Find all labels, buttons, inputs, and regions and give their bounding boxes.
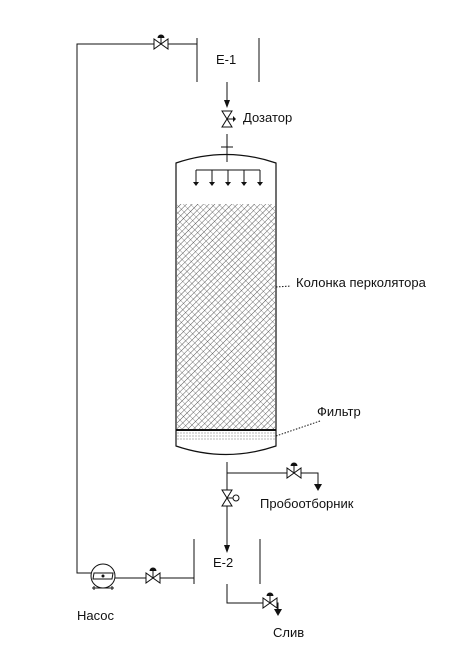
outlet-valve-icon (221, 489, 240, 507)
pump-label: Насос (77, 608, 114, 623)
packed-bed (177, 204, 275, 430)
spray-distributor-icon (193, 169, 263, 186)
doser-label: Дозатор (243, 110, 292, 125)
recirculation-line (76, 43, 197, 574)
sampler-label: Пробоотборник (260, 496, 354, 511)
tank-e2-label: Е-2 (213, 555, 233, 570)
column-leader-line (275, 285, 292, 288)
doser-valve-icon (221, 110, 236, 128)
tank-e1 (196, 38, 260, 82)
column-label: Колонка перколятора (296, 275, 427, 290)
tank-e1-label: Е-1 (216, 52, 236, 67)
pump-valve-icon (145, 567, 161, 584)
filter-leader-line (275, 420, 321, 437)
recirculation-valve-icon (153, 34, 169, 50)
pump-icon (90, 563, 116, 590)
drain-valve-icon (262, 592, 278, 609)
tank-e2 (193, 539, 261, 584)
sampler-valve-icon (286, 462, 302, 479)
filter-layer (176, 429, 276, 441)
sampler-line (227, 472, 322, 491)
filter-label: Фильтр (317, 404, 361, 419)
percolator-column (175, 153, 277, 456)
doser-line (221, 82, 233, 162)
drain-line (226, 584, 282, 616)
drain-label: Слив (273, 625, 304, 640)
